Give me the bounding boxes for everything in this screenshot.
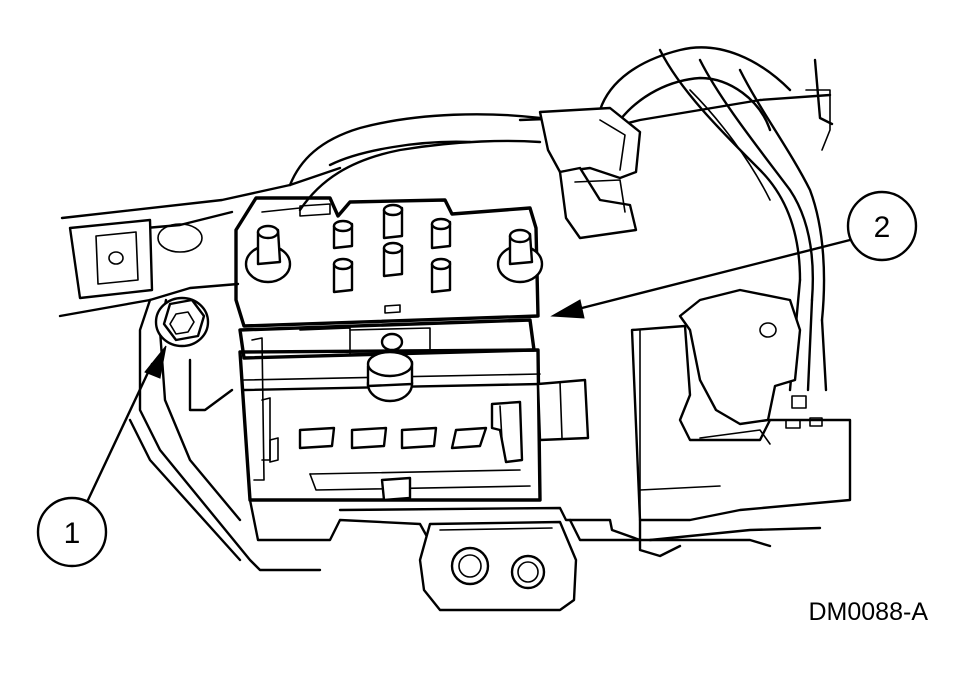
switch-body: [234, 196, 590, 502]
callout-2: 2: [846, 190, 918, 262]
right-bracket: [630, 288, 852, 558]
arrowhead-2: [550, 299, 585, 319]
lower-bracket: [248, 498, 772, 612]
callout-2-label: 2: [874, 211, 891, 244]
contact-windows: [298, 426, 488, 450]
callout-1-label: 1: [64, 517, 81, 550]
hex-bolt: [154, 296, 210, 348]
arrowhead-1: [144, 345, 167, 379]
callout-leaders: [86, 238, 852, 502]
callout-1: 1: [36, 496, 108, 568]
figure-id: DM0088-A: [809, 598, 929, 626]
bracket-tab: [68, 218, 154, 300]
harness-connector: [538, 106, 642, 240]
terminal-pins: [244, 203, 544, 294]
